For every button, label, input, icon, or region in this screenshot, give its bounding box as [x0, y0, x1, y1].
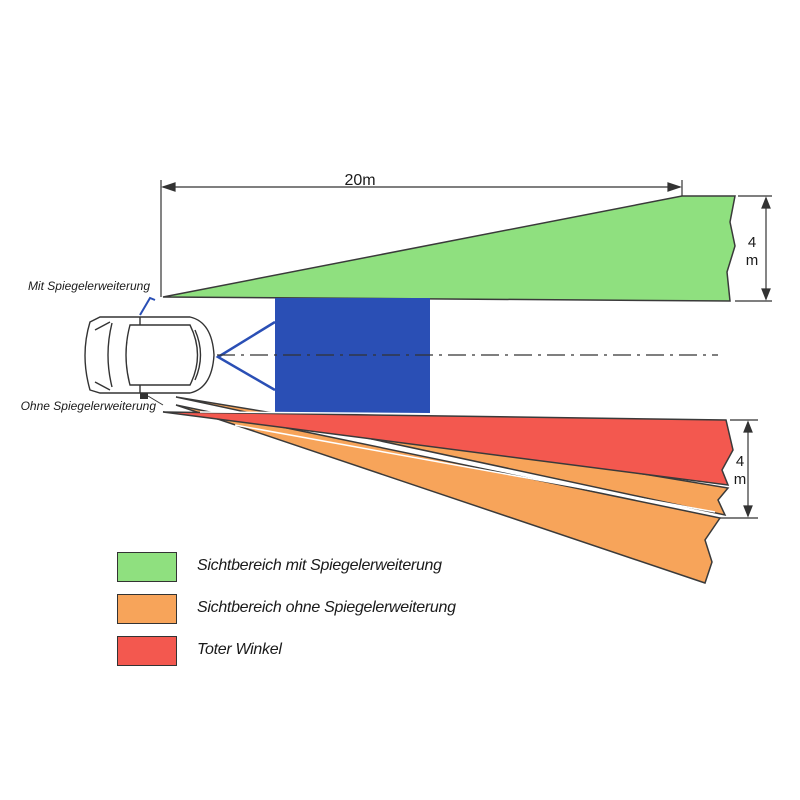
width-bottom-unit: m [734, 471, 747, 488]
car-icon [84, 316, 215, 394]
legend-label-red: Toter Winkel [197, 641, 282, 658]
legend-label-orange: Sichtbereich ohne Spiegelerweiterung [197, 599, 456, 616]
green-field-of-view [162, 195, 736, 302]
label-without-extension: Ohne Spiegelerweiterung [21, 399, 157, 413]
mirror-top-icon [139, 296, 156, 316]
blue-sight-lines [215, 320, 276, 392]
legend-swatch-green [117, 552, 177, 582]
legend-item-red: Toter Winkel [117, 636, 617, 668]
width-bottom-value: 4 [736, 453, 744, 470]
highlight-line-1 [199, 411, 721, 417]
legend-label-green: Sichtbereich mit Spiegelerweiterung [197, 557, 442, 574]
mirror-bottom-connector [147, 395, 164, 406]
width-top-value: 4 [748, 234, 756, 251]
mirror-bottom-icon [140, 393, 148, 399]
legend-swatch-orange [117, 594, 177, 624]
distance-dimension [160, 180, 683, 297]
red-blind-spot [162, 411, 734, 486]
legend-swatch-red [117, 636, 177, 666]
blue-area [275, 298, 430, 414]
distance-label: 20m [344, 172, 375, 189]
width-top-unit: m [746, 252, 759, 269]
orange-field-outer [175, 404, 722, 584]
label-with-extension: Mit Spiegelerweiterung [28, 279, 150, 293]
width-dimension-top [735, 195, 772, 302]
legend-item-orange: Sichtbereich ohne Spiegelerweiterung [117, 594, 617, 626]
legend-item-green: Sichtbereich mit Spiegelerweiterung [117, 552, 617, 584]
highlight-line-2 [234, 424, 716, 513]
width-dimension-bottom [720, 419, 758, 519]
